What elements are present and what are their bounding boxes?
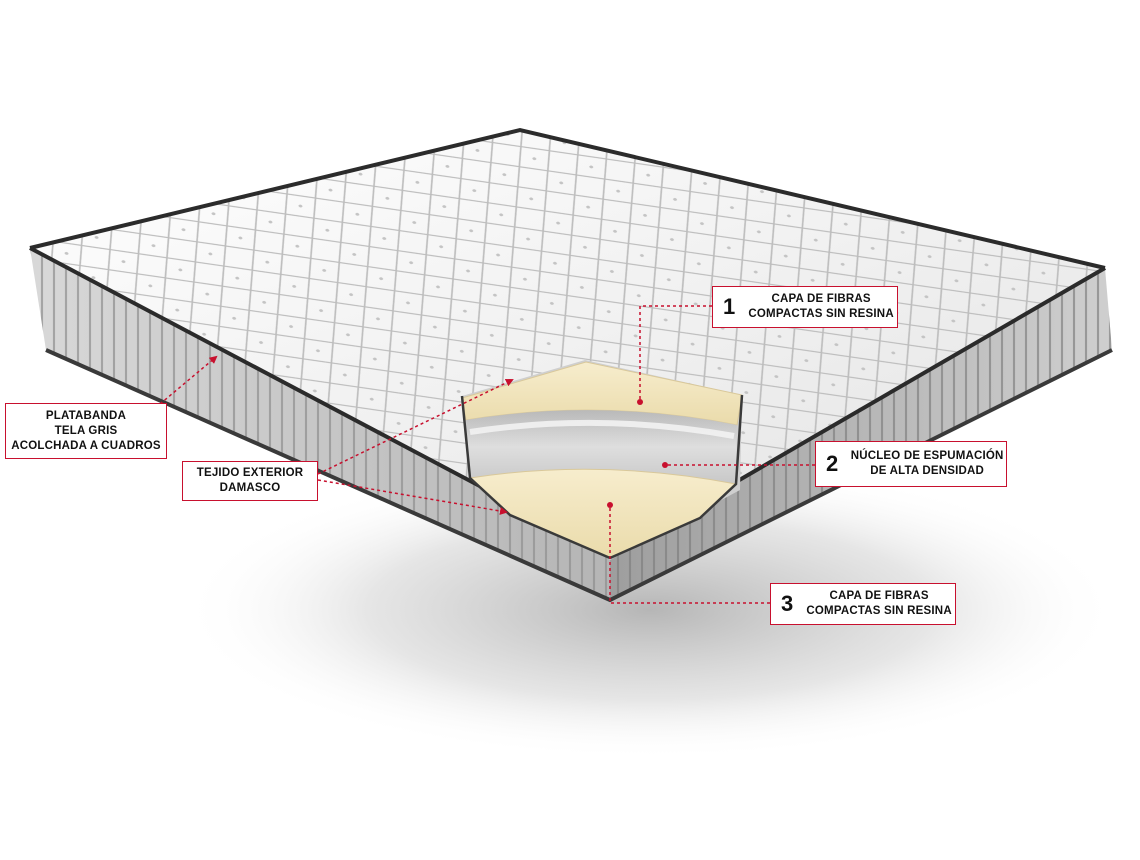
callout-layer-1-line-1: CAPA DE FIBRAS (771, 293, 871, 305)
callout-layer-1-number: 1 (723, 294, 736, 319)
callout-layer-3-line-1: CAPA DE FIBRAS (829, 590, 929, 602)
dot-layer3 (607, 502, 613, 508)
callout-layer-2-number: 2 (826, 451, 839, 476)
callout-layer-3: 3 CAPA DE FIBRAS COMPACTAS SIN RESINA (770, 583, 956, 625)
callout-layer-1-line-2: COMPACTAS SIN RESINA (748, 308, 894, 320)
callout-layer-2: 2 NÚCLEO DE ESPUMACIÓN DE ALTA DENSIDAD (815, 441, 1007, 487)
callout-platabanda-line-2: TELA GRIS (54, 424, 118, 437)
callout-layer-2-line-2: DE ALTA DENSIDAD (870, 465, 984, 477)
callout-layer-1: 1 CAPA DE FIBRAS COMPACTAS SIN RESINA (712, 286, 898, 328)
leader-lines (159, 305, 815, 604)
mattress-piping-top (29, 127, 1106, 270)
leader-platabanda (159, 355, 218, 405)
dot-layer2 (662, 462, 668, 468)
callout-tejido-exterior: TEJIDO EXTERIOR DAMASCO (182, 461, 318, 501)
callout-layer-3-number: 3 (781, 591, 794, 616)
callout-platabanda-line-3: ACOLCHADA A CUADROS (11, 439, 161, 452)
callout-platabanda-line-1: PLATABANDA (45, 409, 127, 422)
callout-layer-3-line-2: COMPACTAS SIN RESINA (806, 605, 952, 617)
callout-tejido-line-1: TEJIDO EXTERIOR (196, 467, 304, 479)
leader-dots (607, 399, 668, 508)
floor-shadow (180, 460, 1120, 760)
leader-layer1 (639, 305, 712, 402)
callout-layer-2-line-1: NÚCLEO DE ESPUMACIÓN (850, 450, 1004, 462)
dot-layer1 (637, 399, 643, 405)
callout-tejido-line-2: DAMASCO (219, 482, 281, 494)
callout-platabanda: PLATABANDA TELA GRIS ACOLCHADA A CUADROS (5, 403, 167, 459)
leader-tejido-bottom (317, 479, 508, 515)
